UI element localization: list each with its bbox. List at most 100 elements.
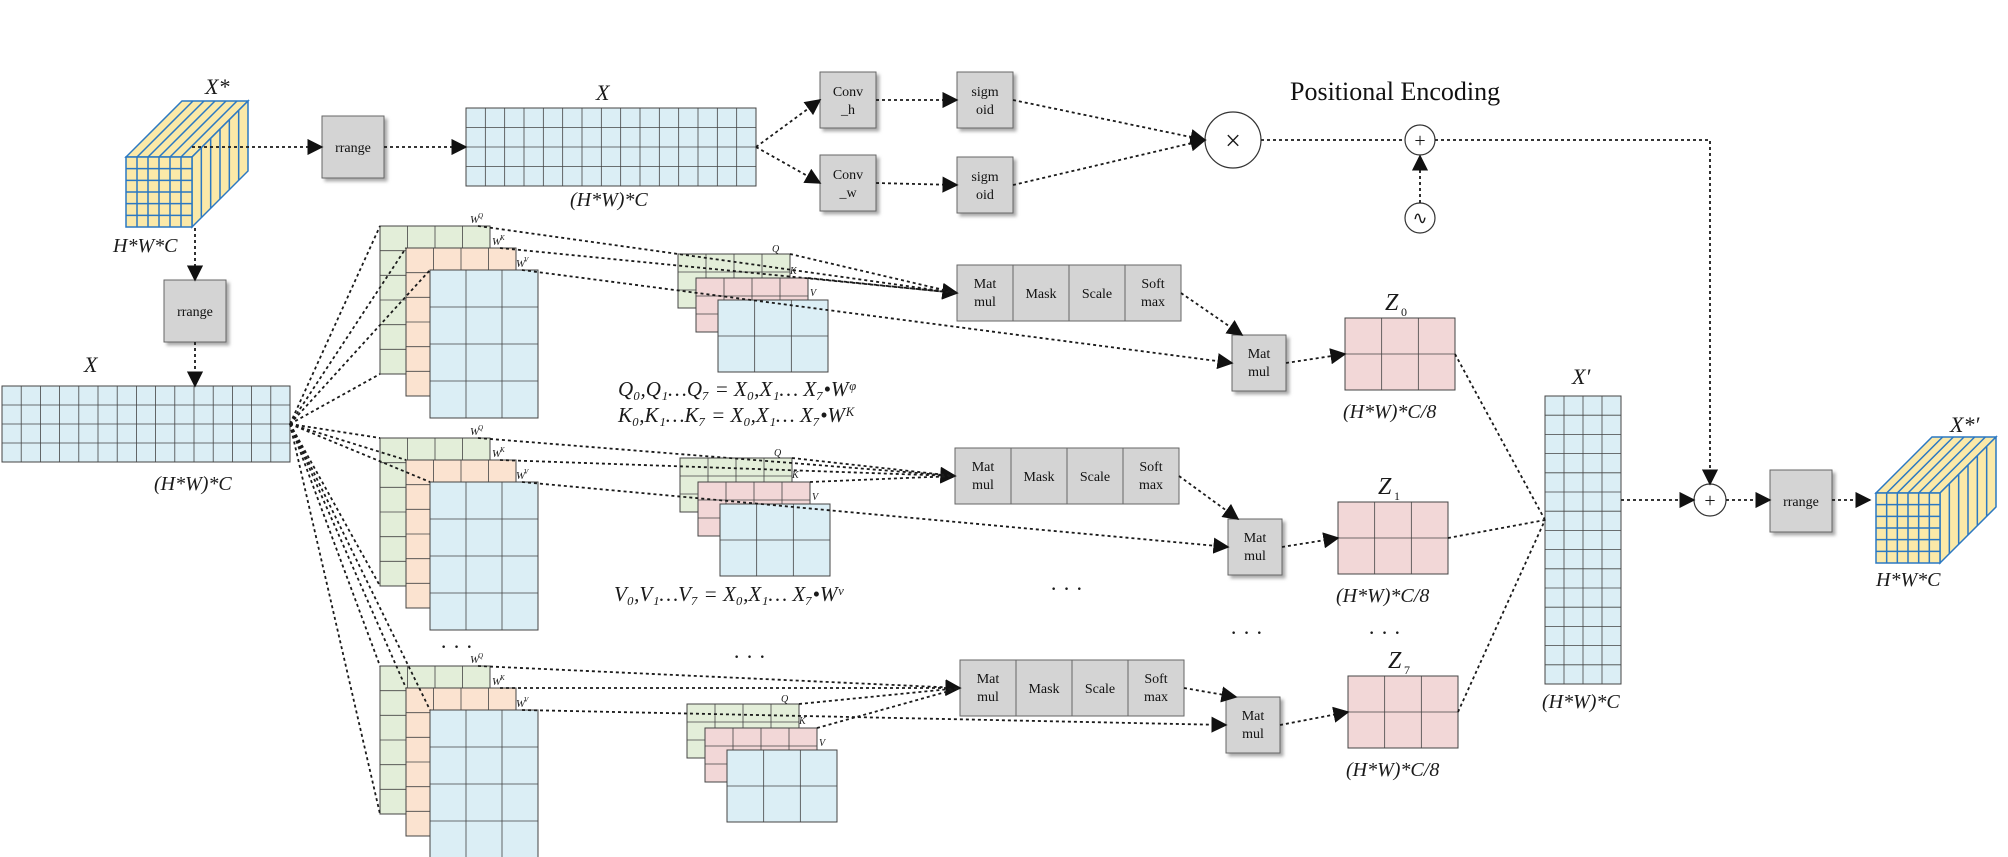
- concat-matrix: [1544, 395, 1622, 685]
- concat-name: X′: [1571, 364, 1591, 389]
- z-name: Z: [1378, 474, 1392, 500]
- rearrange-label: rrange: [335, 141, 371, 156]
- add-node-output: +: [1693, 483, 1727, 517]
- left-matrix-shape: (H*W)*C: [154, 473, 232, 495]
- matmul-label: mul: [1242, 727, 1264, 742]
- top-matrix: [465, 107, 757, 187]
- sigmoid-line1: sigm: [971, 85, 998, 100]
- weight-q-sup: Q: [478, 652, 483, 660]
- connector-line: [1285, 348, 1347, 365]
- weight-v-sup: V: [524, 468, 529, 476]
- connector-line: [289, 423, 381, 815]
- left-matrix-name: X: [83, 352, 99, 377]
- connections: [186, 91, 1872, 815]
- sinusoid-node: ∿: [1404, 202, 1436, 234]
- output-cube: [1874, 435, 1998, 565]
- op-box-mask: Mask: [1010, 447, 1068, 505]
- weight-q-sup: Q: [478, 424, 483, 432]
- op-box-mask: Mask: [1012, 264, 1070, 322]
- rearrange-label: rrange: [177, 305, 213, 320]
- connector-line: [289, 423, 381, 667]
- weight-k-label: W: [492, 236, 502, 248]
- op-label: Scale: [1082, 287, 1112, 302]
- connector-line: [289, 225, 381, 425]
- equation-v: V₀,V₁…V₇ = X₀,X₁… X₇•Wᵛ: [614, 582, 844, 606]
- weight-k-label: W: [492, 448, 502, 460]
- connector-line: [289, 423, 381, 439]
- input-cube: [124, 99, 250, 229]
- top-matrix-grid: [465, 107, 757, 187]
- ellipsis: · · ·: [1050, 576, 1083, 601]
- left-matrix: [1, 385, 291, 463]
- conv-h-box: Conv _h: [819, 71, 877, 129]
- connector-line: [499, 247, 959, 300]
- z-matrix: [1347, 675, 1459, 749]
- op-label: mul: [972, 478, 994, 493]
- output-cube-shape: H*W*C: [1875, 569, 1941, 591]
- v-matrix: [719, 503, 831, 577]
- diagram-title: Positional Encoding: [1290, 77, 1500, 106]
- op-label: Mask: [1025, 287, 1056, 302]
- ellipsis: · · ·: [733, 644, 766, 669]
- k-label: K: [789, 266, 798, 277]
- op-box-scale: Scale: [1071, 659, 1129, 717]
- z-name: Z: [1388, 648, 1402, 674]
- q-label: Q: [772, 244, 780, 255]
- connector-line: [1435, 139, 1719, 486]
- connector-line: [789, 253, 958, 294]
- op-box-scale: Scale: [1066, 447, 1124, 505]
- connector-line: [1012, 135, 1207, 186]
- connector-line: [1012, 99, 1207, 145]
- op-label: Soft: [1139, 460, 1162, 475]
- connector-line: [289, 247, 407, 425]
- connector-line: [1178, 475, 1240, 520]
- connector-line: [289, 423, 407, 461]
- weight-k-label: W: [492, 676, 502, 688]
- v-matrix: [717, 299, 829, 373]
- weight-v-sup: V: [524, 256, 529, 264]
- connector-line: [289, 423, 431, 483]
- connector-line: [1183, 686, 1238, 703]
- op-label: mul: [974, 295, 996, 310]
- multiply-node: ×: [1204, 111, 1262, 169]
- weight-v-label: W: [516, 698, 526, 710]
- connector-line: [477, 225, 959, 300]
- connector-line: [809, 475, 956, 483]
- connector-line: [1457, 519, 1546, 713]
- k-label: K: [798, 716, 807, 727]
- sigmoid-line2: oid: [976, 188, 994, 203]
- connector-line: [289, 423, 381, 587]
- v-matrix: [726, 749, 838, 823]
- op-label: Mat: [974, 277, 997, 292]
- conv-w-line2: _w: [838, 186, 857, 201]
- conv-w-box: Conv _w: [819, 154, 877, 212]
- cube: [1874, 435, 1998, 565]
- ellipsis: · · ·: [1368, 620, 1401, 645]
- weight-v-label: W: [516, 258, 526, 270]
- connector-line: [289, 269, 431, 425]
- z-name: Z: [1385, 290, 1399, 316]
- op-label: Soft: [1144, 672, 1167, 687]
- connector-line: [1180, 292, 1244, 336]
- left-matrix-grid: [1, 385, 291, 463]
- conv-w-line1: Conv: [833, 168, 863, 183]
- z-matrix: [1337, 501, 1449, 575]
- sigmoid-line2: oid: [976, 103, 994, 118]
- rearrange-box-top: rrange: [321, 115, 385, 179]
- weight-k-sup: K: [499, 234, 505, 242]
- z-subscript: 1: [1394, 489, 1400, 503]
- weight-k-sup: K: [499, 446, 505, 454]
- top-matrix-shape: (H*W)*C: [570, 189, 648, 211]
- rearrange-box-left: rrange: [163, 279, 227, 343]
- matmul-label: mul: [1248, 365, 1270, 380]
- matmul-label: Mat: [1244, 531, 1267, 546]
- output-cube-name: X*′: [1949, 412, 1980, 437]
- z-shape: (H*W)*C/8: [1346, 759, 1439, 781]
- top-matrix-name: X: [595, 80, 611, 105]
- op-box-mat-mul: Mat mul: [956, 264, 1014, 322]
- op-label: max: [1141, 295, 1165, 310]
- connector-line: [755, 146, 822, 184]
